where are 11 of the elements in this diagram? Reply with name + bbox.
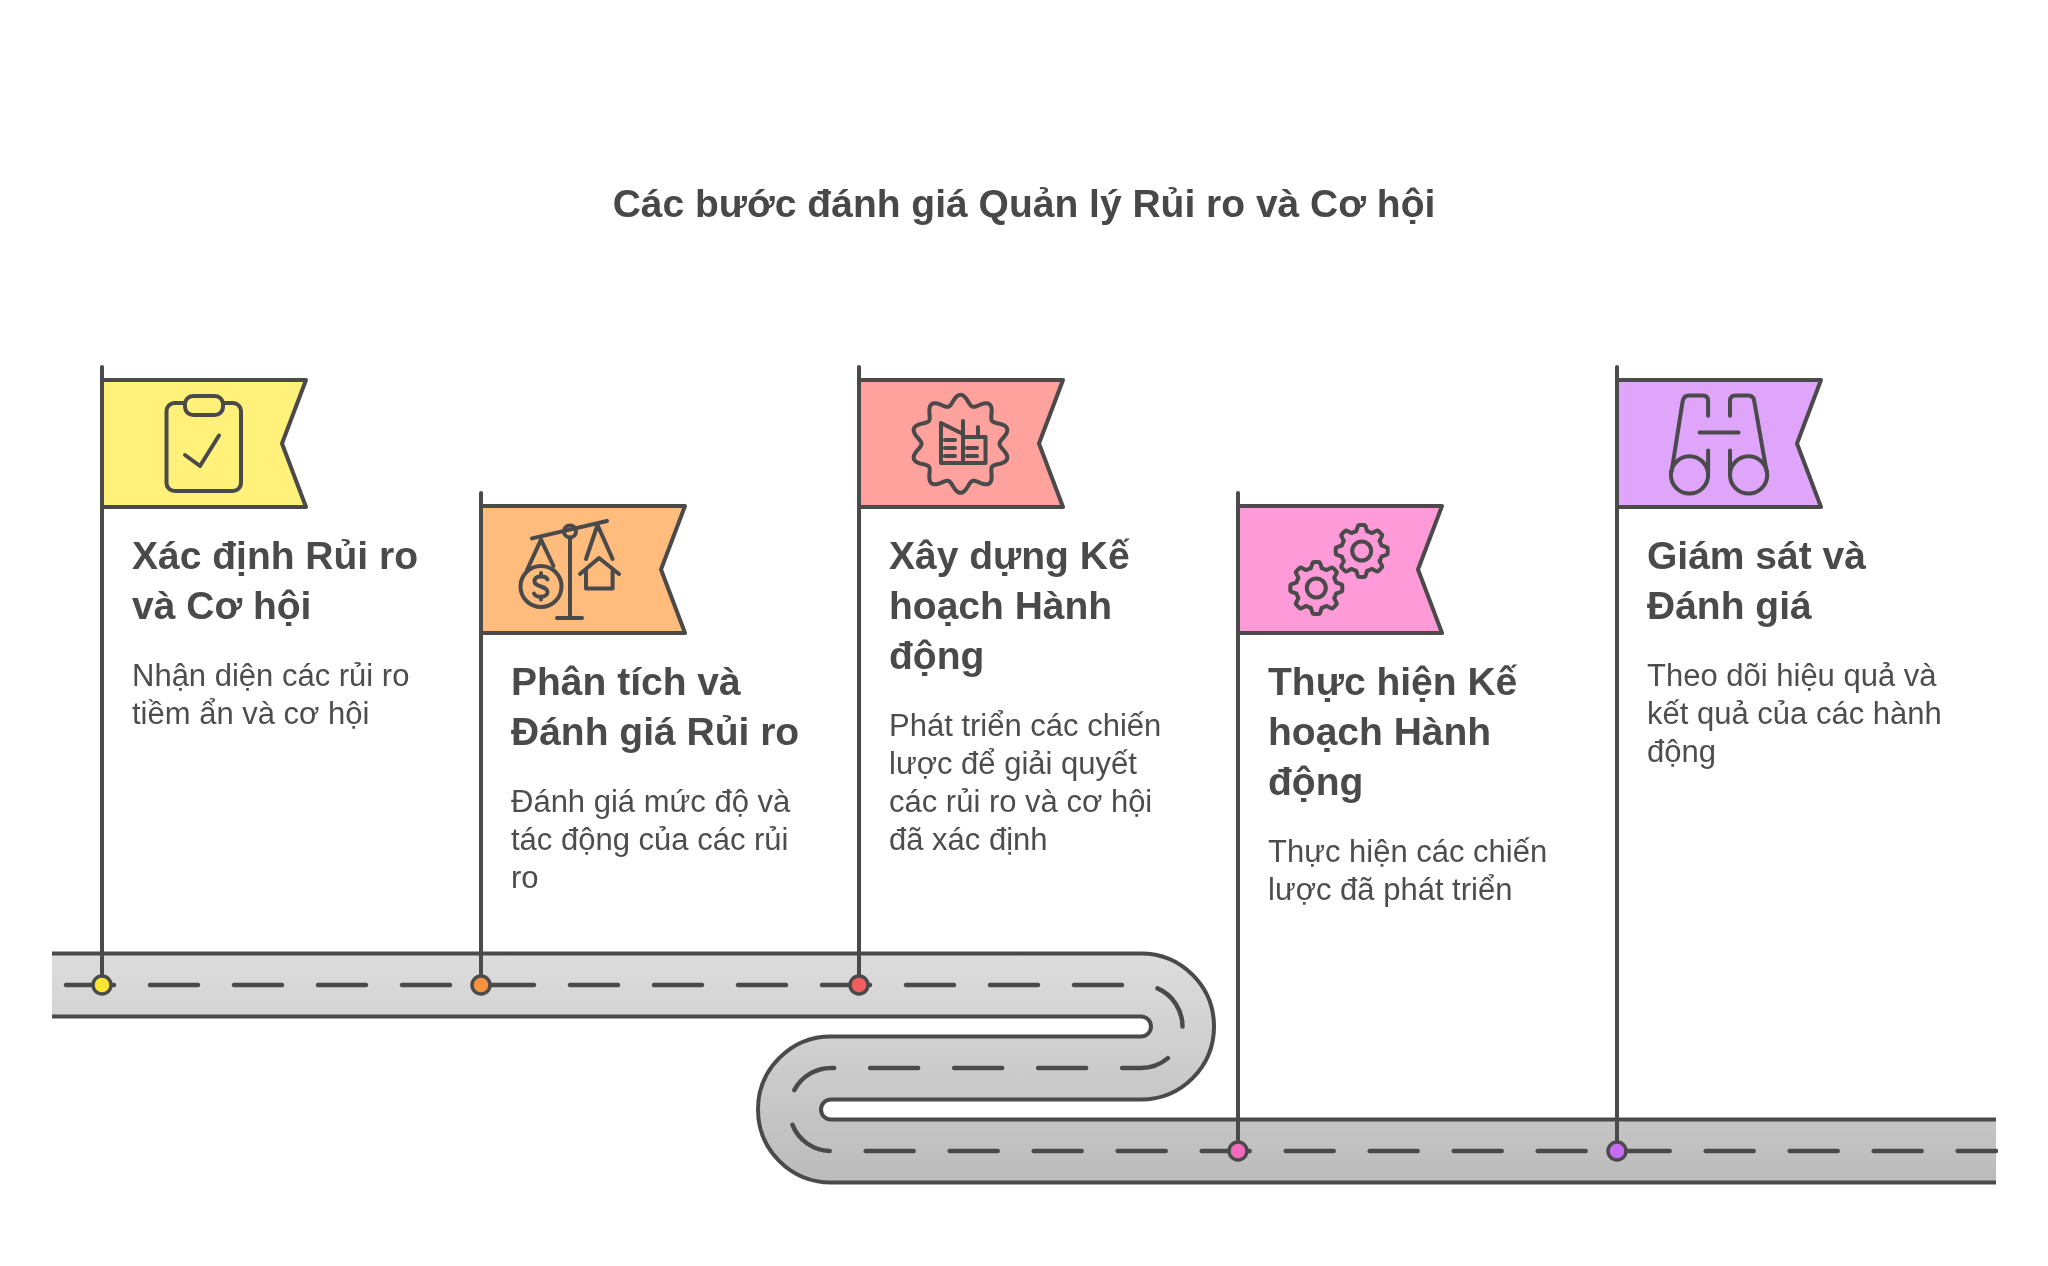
- step-description: Nhận diện các rủi ro tiềm ẩn và cơ hội: [132, 657, 411, 733]
- step-heading: Xác định Rủi ro và Cơ hội: [132, 533, 420, 629]
- step-description: Thực hiện các chiến lược đã phát triển: [1268, 833, 1549, 909]
- step-heading: Thực hiện Kế hoạch Hành động: [1268, 659, 1519, 805]
- step-description: Phát triển các chiến lược để giải quyết các rủi ro và cơ hội đã xác định: [889, 707, 1163, 859]
- step-heading: Giám sát và Đánh giá: [1647, 533, 1867, 629]
- step-heading: Xây dựng Kế hoạch Hành động: [889, 533, 1131, 679]
- diagram-title: Các bước đánh giá Quản lý Rủi ro và Cơ hội: [612, 181, 1436, 227]
- step-heading: Phân tích và Đánh giá Rủi ro: [511, 659, 801, 755]
- step-description: Theo dõi hiệu quả và kết quả của các hành động: [1647, 657, 1943, 771]
- step-description: Đánh giá mức độ và tác động của các rủi ro: [511, 783, 792, 897]
